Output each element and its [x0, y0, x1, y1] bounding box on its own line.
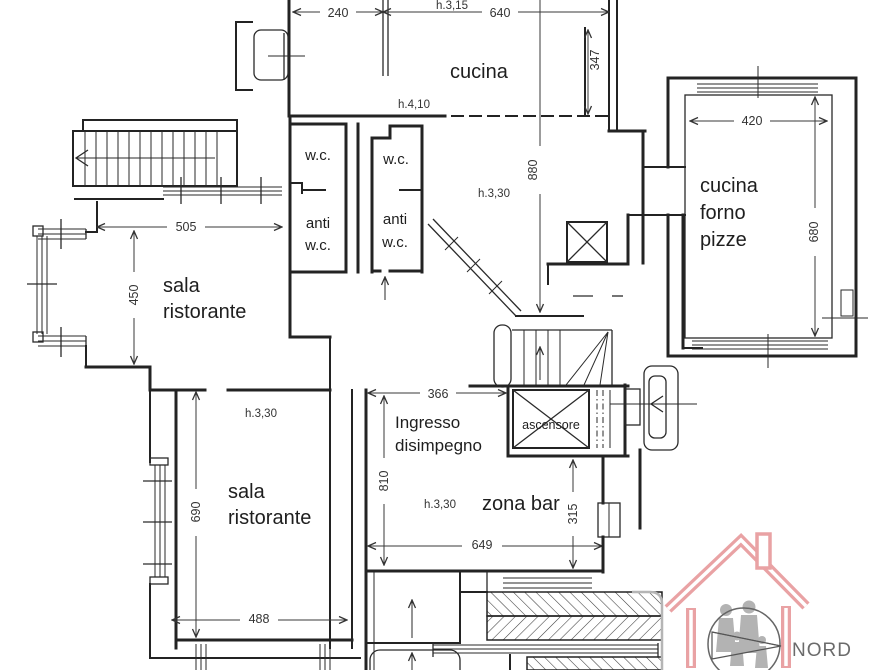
- dim-649: 649: [472, 538, 493, 552]
- dim-505: 505: [176, 220, 197, 234]
- sala-upper-label-1: sala: [163, 275, 201, 297]
- room-cucina: cucina h.4,10: [235, 0, 686, 265]
- antiwc1-label-2: w.c.: [304, 237, 331, 254]
- dim-880: 880: [526, 160, 540, 181]
- ingresso-label-1: Ingresso: [395, 413, 460, 432]
- room-sala-lower: 690 h.3,30 sala ristorante 488: [143, 336, 361, 670]
- logo-family-figures: [716, 600, 768, 668]
- dim-315: 315: [566, 504, 580, 525]
- entrance-ramps: [365, 571, 664, 670]
- forno-label-3: pizze: [700, 229, 747, 251]
- room-sala-upper: 505 450 sala ristorante: [27, 114, 332, 392]
- dim-366: 366: [428, 387, 449, 401]
- ingresso-label-2: disimpegno: [395, 436, 482, 455]
- antiwc2-label-1: anti: [383, 211, 407, 228]
- sala-lower-label-2: ristorante: [228, 507, 311, 529]
- dim-810: 810: [377, 471, 391, 492]
- nord-label: NORD: [792, 640, 852, 661]
- dim-680: 680: [807, 222, 821, 243]
- logo-compass: [707, 607, 782, 670]
- dim-450: 450: [127, 285, 141, 306]
- height-disimpegno: h.3,30: [478, 188, 510, 200]
- height-zona-bar: h.3,30: [424, 499, 456, 511]
- dim-240: 240: [328, 6, 349, 20]
- ingresso-zona-bar: 366 810 Ingresso disimpegno h.3,30 zona …: [364, 387, 630, 670]
- antiwc1-label-1: anti: [306, 215, 330, 232]
- forno-label-1: cucina: [700, 175, 759, 197]
- wc1-label: w.c.: [304, 147, 331, 164]
- sala-upper-label-2: ristorante: [163, 301, 246, 323]
- cucina-label: cucina: [450, 61, 509, 83]
- dim-420: 420: [742, 114, 763, 128]
- winding-stair: [468, 324, 630, 388]
- cucina-height-label: h.4,10: [398, 99, 430, 111]
- dim-690: 690: [189, 502, 203, 523]
- ascensore-label: ascensore: [522, 418, 580, 432]
- wc2-label: w.c.: [382, 151, 409, 168]
- zona-bar-label: zona bar: [482, 493, 560, 515]
- sala-lower-label-1: sala: [228, 481, 266, 503]
- room-cucina-forno-pizze: 420 680 cucina forno pizze: [666, 66, 868, 368]
- dim-640: 640: [490, 6, 511, 20]
- forno-label-2: forno: [700, 202, 746, 224]
- dim-347: 347: [588, 50, 602, 71]
- dim-top: 240 640 h.3,15 347 880: [293, 0, 609, 312]
- dim-488: 488: [249, 612, 270, 626]
- nord-logo: NORD: [664, 532, 852, 670]
- antiwc2-label-2: w.c.: [381, 234, 408, 251]
- wc-block: w.c. anti w.c. w.c. anti w.c. h.3,30: [288, 122, 584, 317]
- height-sala-lower: h.3,30: [245, 408, 277, 420]
- elevator-zone: ascensore: [506, 213, 703, 530]
- logo-chimney: [755, 532, 772, 570]
- height-top: h.3,15: [436, 0, 468, 12]
